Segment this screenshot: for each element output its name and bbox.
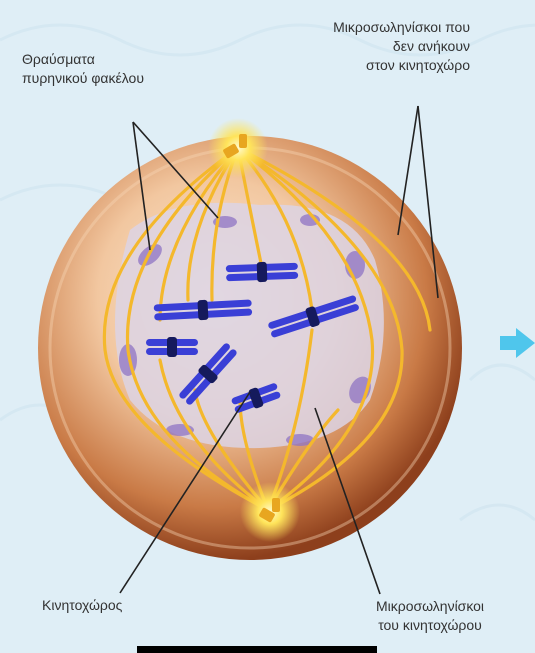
nuclear-region	[115, 203, 384, 448]
label-line: Κινητοχώρος	[42, 596, 122, 615]
label-kinetochore: Κινητοχώρος	[42, 596, 122, 615]
bottom-border-bar	[137, 646, 377, 653]
label-line: Μικροσωληνίσκοι που	[240, 18, 470, 37]
label-nonkinetochore-microtubules: Μικροσωληνίσκοι που δεν ανήκουν στον κιν…	[240, 18, 470, 75]
label-line: Θραύσματα	[22, 50, 144, 69]
label-line: Μικροσωληνίσκοι	[330, 597, 530, 616]
label-line: δεν ανήκουν	[240, 37, 470, 56]
label-kinetochore-microtubules: Μικροσωληνίσκοι του κινητοχώρου	[330, 597, 530, 635]
label-line: του κινητοχώρου	[330, 616, 530, 635]
centrosome-icon	[240, 482, 300, 542]
label-nuclear-envelope-fragments: Θραύσματα πυρηνικού φακέλου	[22, 50, 144, 88]
centrosome-icon	[208, 118, 268, 178]
next-arrow-icon	[500, 328, 535, 358]
label-line: πυρηνικού φακέλου	[22, 69, 144, 88]
label-line: στον κινητοχώρο	[240, 56, 470, 75]
